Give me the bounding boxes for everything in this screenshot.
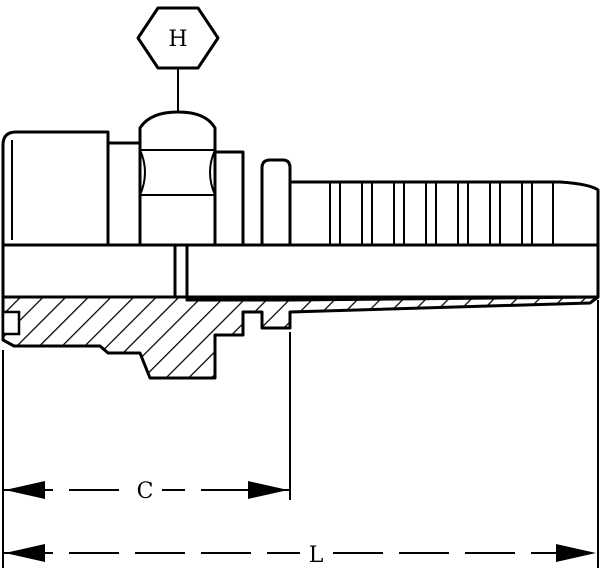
exterior-view <box>1 110 600 299</box>
threaded-end <box>1 130 110 247</box>
hex-nut <box>138 110 217 247</box>
arrow-right-icon <box>248 481 288 499</box>
section-view <box>1 295 600 380</box>
collar <box>213 150 245 247</box>
dimension-c-label: C <box>137 479 154 504</box>
hex-size-symbol: H <box>136 6 220 112</box>
hex-label: H <box>168 27 187 52</box>
barb-ribs <box>329 182 554 245</box>
bore-right <box>185 243 600 299</box>
barbed-tail <box>288 180 600 247</box>
bore-left <box>1 243 177 299</box>
arrow-left-icon <box>5 544 45 562</box>
hexagon-icon <box>136 6 220 70</box>
dimension-l: L <box>3 539 598 569</box>
arrow-left-icon <box>5 481 45 499</box>
arrow-right-icon <box>556 544 596 562</box>
o-ring-section <box>1 310 21 336</box>
groove-collar <box>260 158 292 247</box>
dimension-l-label: L <box>309 543 324 568</box>
extension-lines <box>2 300 599 568</box>
dimension-c: C <box>3 476 290 504</box>
